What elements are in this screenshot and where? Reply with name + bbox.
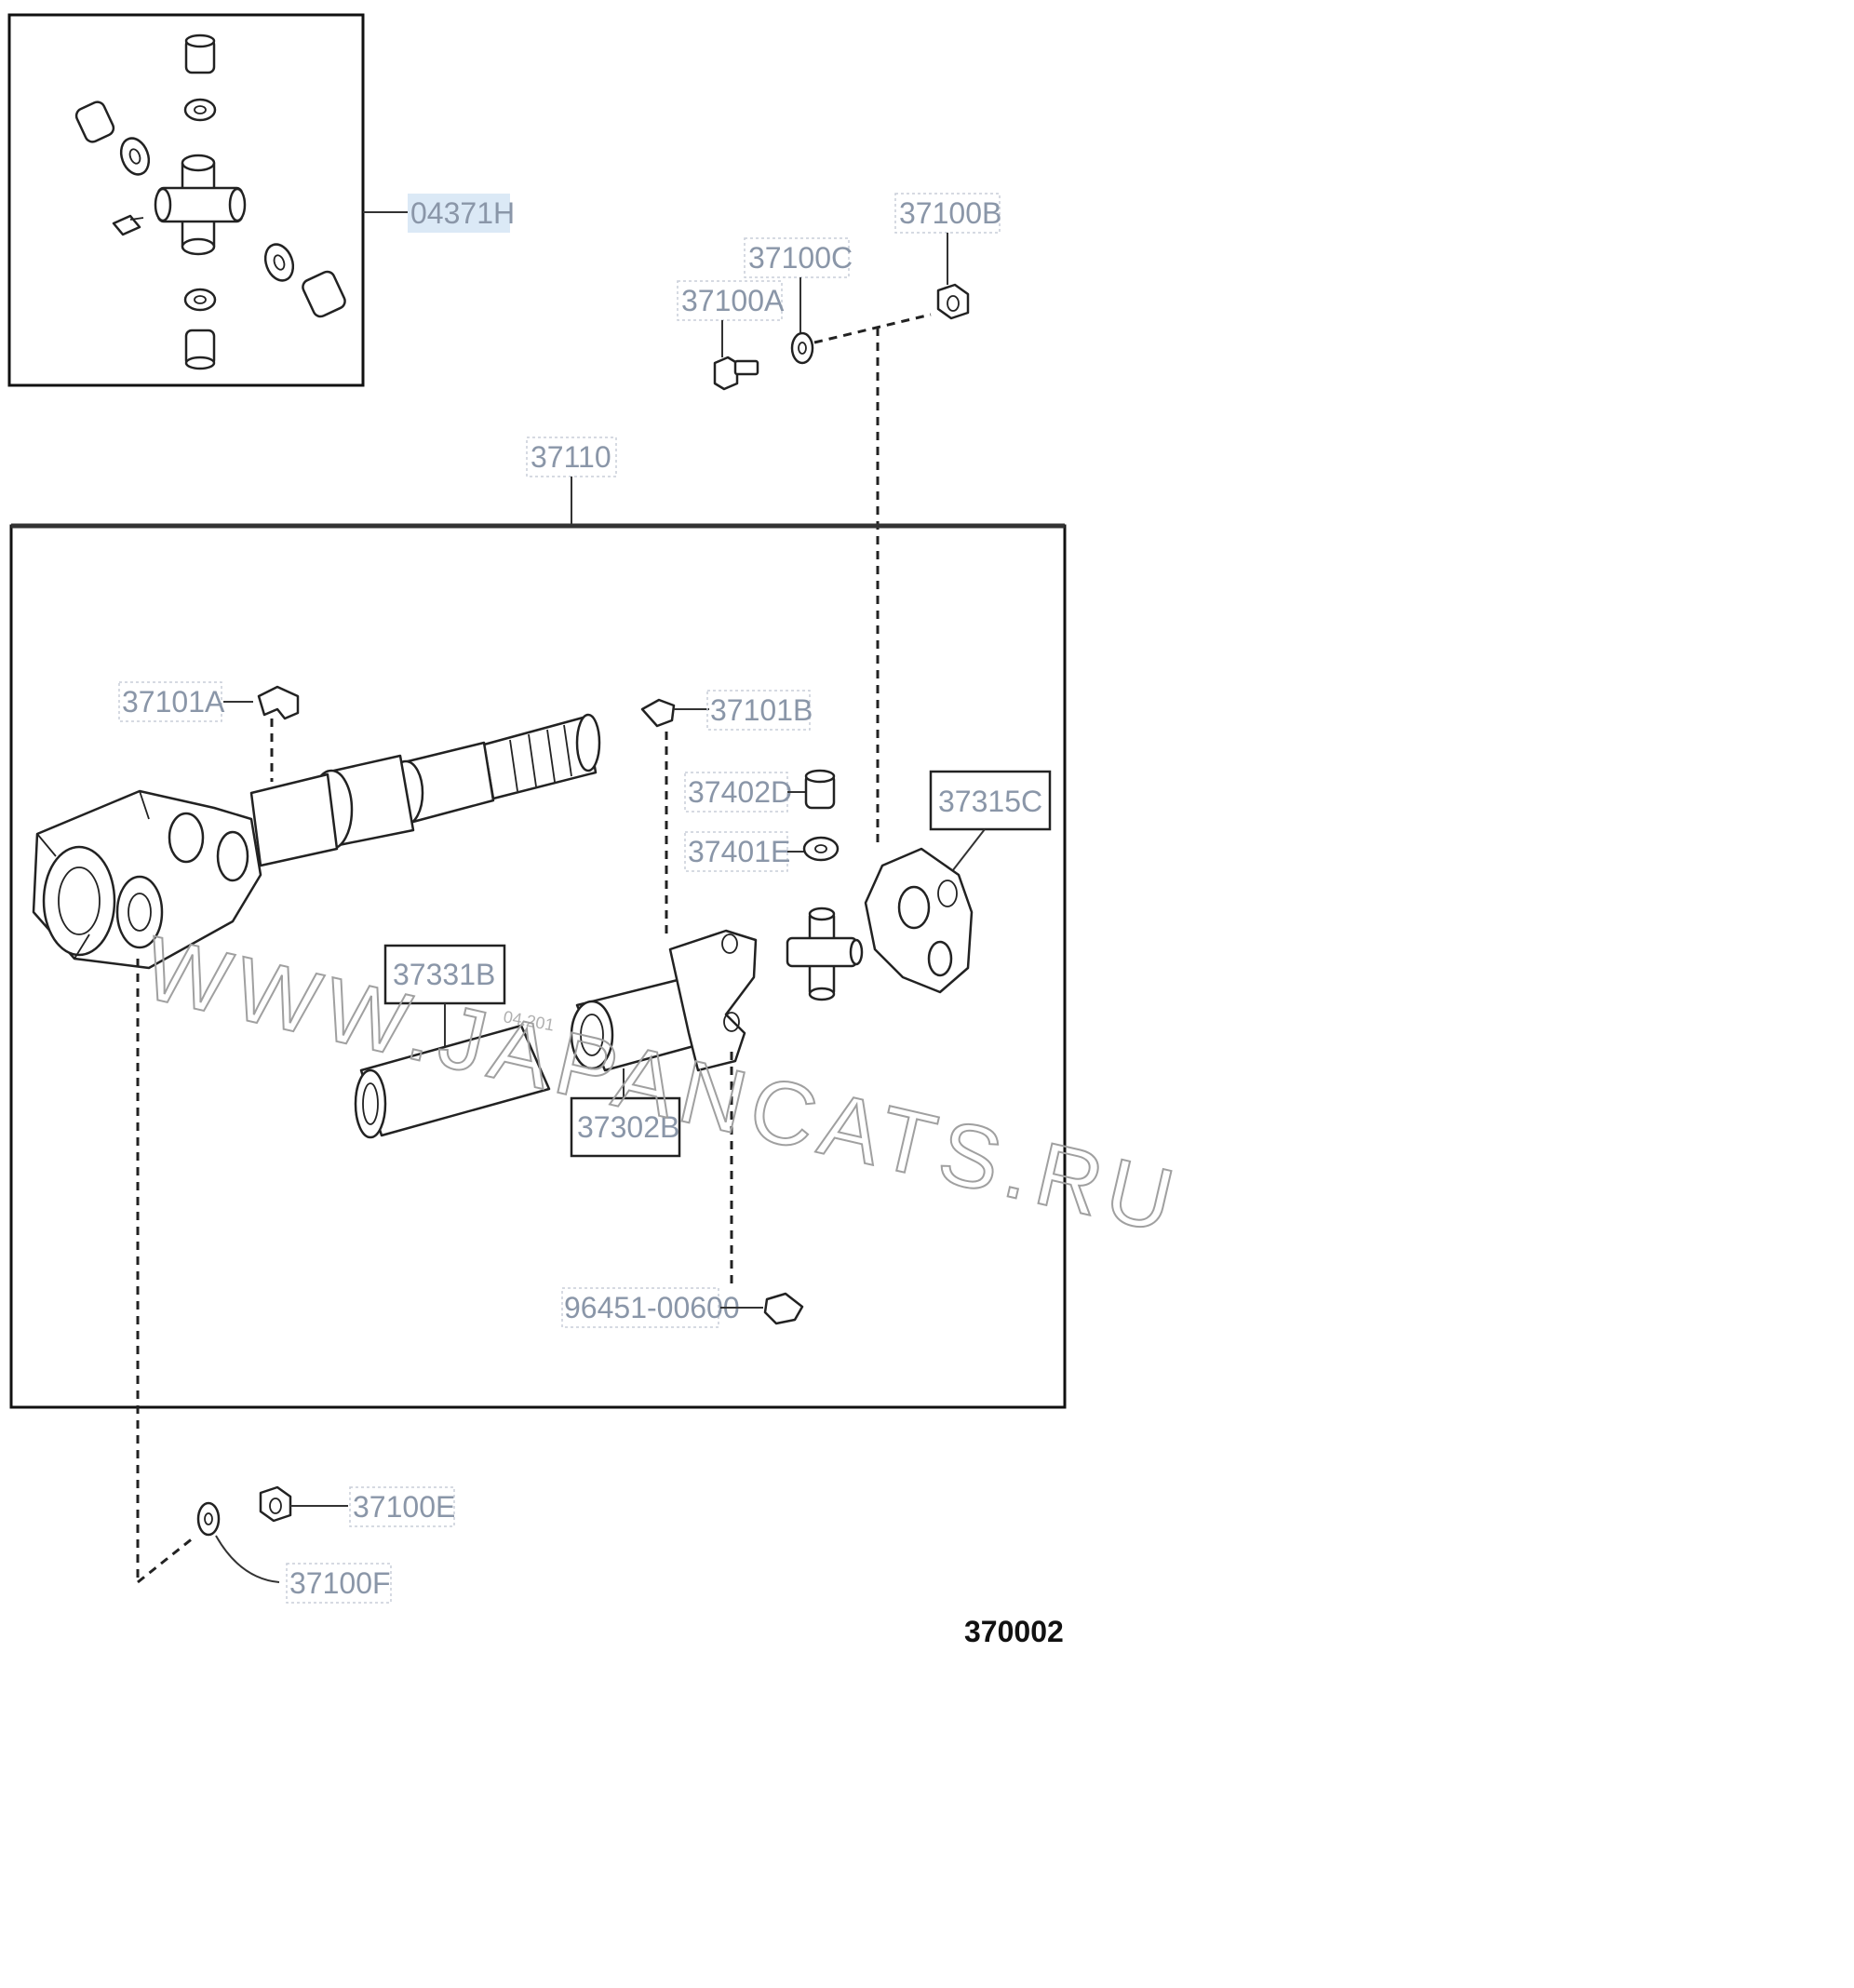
nut-37100B-drawing <box>936 283 970 320</box>
grease-fitting-37101B-drawing <box>640 698 676 728</box>
alignment-line-top <box>813 313 932 344</box>
nut-37100E-drawing <box>259 1485 292 1523</box>
washer-37100C-drawing <box>790 331 814 365</box>
snap-ring-96451-drawing <box>763 1292 804 1325</box>
part-label-37100E[interactable]: 37100E <box>353 1490 455 1524</box>
washer-37100F-drawing <box>196 1501 221 1537</box>
part-37302B-box <box>570 1096 681 1158</box>
propeller-shaft-front-drawing <box>32 713 601 970</box>
part-label-37100A[interactable]: 37100A <box>681 284 785 317</box>
grease-fitting-37101A-drawing <box>257 685 300 720</box>
part-label-37302B[interactable]: 37302B <box>577 1110 679 1144</box>
seal-37401E-drawing <box>802 836 840 862</box>
part-label-04371H[interactable]: 04371H <box>410 196 515 230</box>
part-label-37101B[interactable]: 37101B <box>710 693 813 727</box>
part-label-37100C[interactable]: 37100C <box>748 241 853 275</box>
part-label-37100B[interactable]: 37100B <box>899 196 1001 230</box>
part-label-37315C[interactable]: 37315C <box>938 785 1042 818</box>
watermark: WWW.JAPANCATS.RU <box>135 918 1189 1253</box>
bearing-cup-37402D-drawing <box>804 769 836 810</box>
slip-yoke-37302B-drawing <box>570 929 758 1072</box>
part-label-37401E[interactable]: 37401E <box>688 835 790 868</box>
part-37315C-box <box>929 770 1052 831</box>
spider-kit-exploded-drawing <box>74 34 346 370</box>
part-label-96451-00600[interactable]: 96451-00600 <box>564 1291 740 1324</box>
part-label-37402D[interactable]: 37402D <box>688 775 792 809</box>
flange-yoke-37315C-drawing <box>864 847 974 994</box>
bolt-37100A-drawing <box>713 356 759 391</box>
part-label-37101A[interactable]: 37101A <box>122 685 225 719</box>
part-label-37110[interactable]: 37110 <box>531 440 611 474</box>
spider-kit-inset-frame <box>7 13 365 387</box>
alignment-line-bottom-diagonal <box>137 1536 195 1584</box>
part-label-37331B[interactable]: 37331B <box>393 958 495 991</box>
spider-cross-drawing <box>786 907 864 1001</box>
part-04371H-highlight <box>408 194 510 233</box>
diagram-code: 370002 <box>964 1615 1064 1648</box>
part-label-37100F[interactable]: 37100F <box>289 1566 391 1600</box>
sleeve-37331B-drawing <box>354 1024 551 1139</box>
